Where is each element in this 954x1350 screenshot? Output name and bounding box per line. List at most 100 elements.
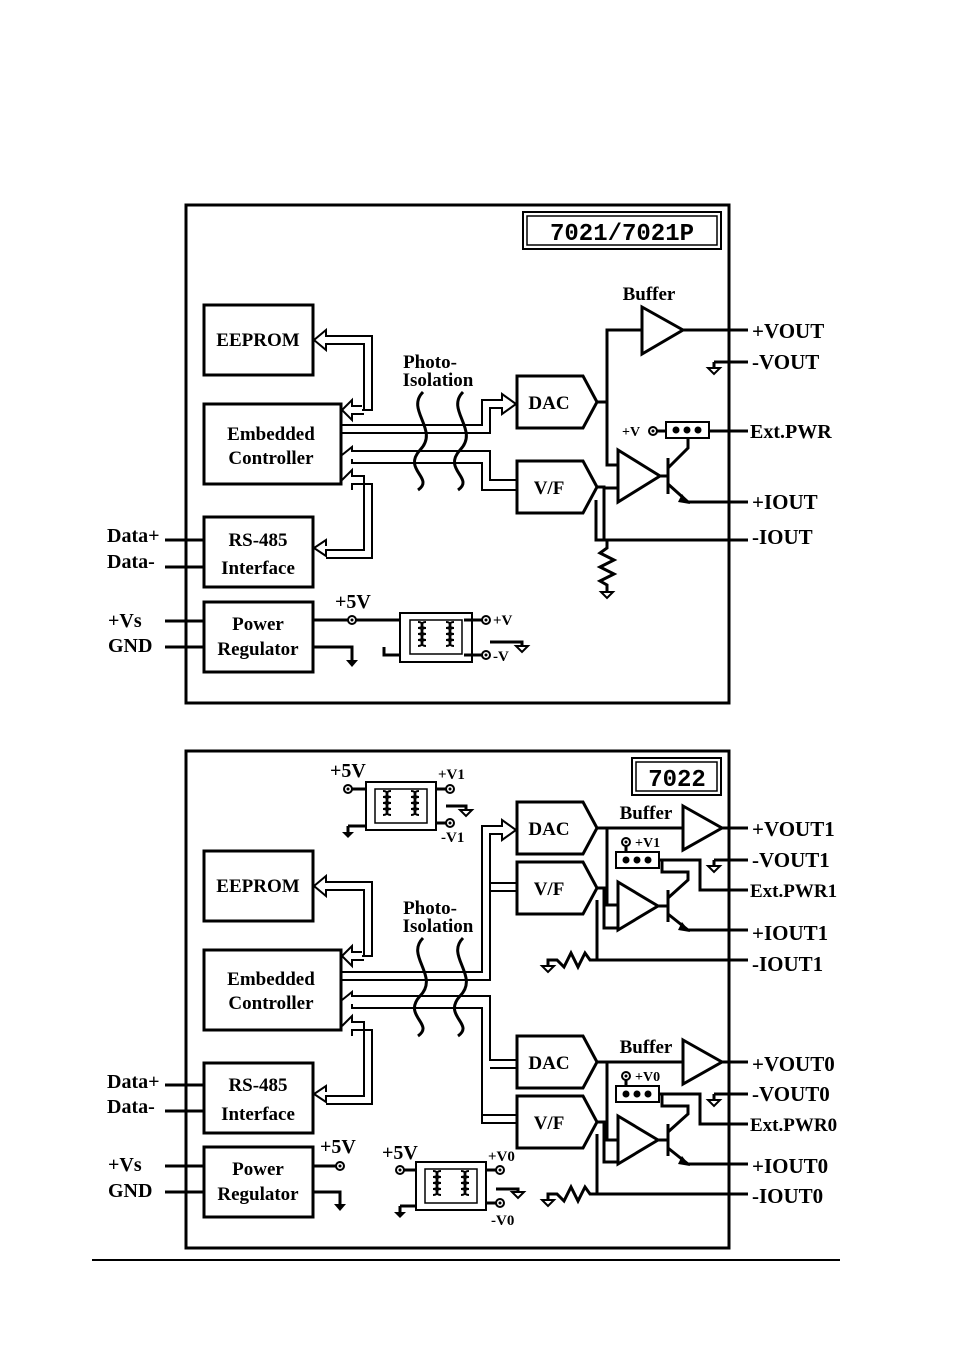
pin-iout0-minus: -IOUT0 <box>752 1184 823 1208</box>
pin-ext-pwr0: Ext.PWR0 <box>750 1115 837 1136</box>
pin-vout1-plus: +VOUT1 <box>752 817 835 841</box>
vf1-block <box>515 860 599 916</box>
plus5v-top-label: +5V <box>330 760 366 782</box>
rs485-label-1: RS-485 <box>228 1075 287 1096</box>
buffer-label: Buffer <box>623 284 676 305</box>
power-label-1: Power <box>232 1159 284 1180</box>
pin-iout1-plus: +IOUT1 <box>752 921 828 945</box>
iso-plus-v: +V <box>493 613 513 629</box>
isolation-transformer-0 <box>415 1161 487 1211</box>
jumper-v1-label: +V1 <box>635 836 660 851</box>
pin-vs: +Vs <box>108 610 142 632</box>
controller-block <box>202 402 343 486</box>
current-amplifier <box>616 447 663 505</box>
isolation-transformer-1 <box>365 781 437 831</box>
ground-symbol <box>598 591 616 600</box>
controller-label-2: Controller <box>228 448 314 469</box>
pin-vout-plus: +VOUT <box>752 319 824 343</box>
vf0-block <box>515 1094 599 1150</box>
controller-block <box>202 948 343 1032</box>
photo-label-1: Photo- <box>403 898 457 919</box>
title-box <box>631 757 722 796</box>
pin-iout-minus: -IOUT <box>752 525 813 549</box>
dac-block <box>515 374 599 430</box>
pin-vout0-minus: -VOUT0 <box>752 1082 830 1106</box>
plus5v-power-label: +5V <box>320 1136 356 1158</box>
title-box <box>522 211 722 250</box>
eeprom-label: EEPROM <box>216 330 299 351</box>
pin-vout1-minus: -VOUT1 <box>752 848 830 872</box>
dac1-block <box>515 800 599 856</box>
jumper-v-label: +V <box>622 425 640 440</box>
rs485-block <box>202 515 315 589</box>
dac0-block <box>515 1034 599 1090</box>
buffer-amplifier <box>640 304 687 357</box>
pin-vs: +Vs <box>108 1154 142 1176</box>
pin-iout-plus: +IOUT <box>752 490 818 514</box>
module-frame <box>184 749 731 1250</box>
iso-v0-minus: -V0 <box>491 1213 514 1229</box>
vf0-label: V/F <box>534 1113 565 1134</box>
buffer1-label: Buffer <box>620 803 673 824</box>
eeprom-block <box>202 303 315 377</box>
jumper-v0-label: +V0 <box>635 1070 660 1085</box>
vf-label: V/F <box>534 478 565 499</box>
module-title: 7021/7021P <box>550 221 694 248</box>
pin-vout0-plus: +VOUT0 <box>752 1052 835 1076</box>
plus5v-bottom-label: +5V <box>382 1142 418 1164</box>
iso-v1-plus: +V1 <box>438 767 465 783</box>
bus-arrows <box>312 873 373 1105</box>
diagram-7021: 7021/7021P EEPROM Embedded Controller RS… <box>107 203 832 705</box>
iso-v0-plus: +V0 <box>488 1149 515 1165</box>
pin-iout0-plus: +IOUT0 <box>752 1154 828 1178</box>
power-label-2: Regulator <box>217 1184 299 1205</box>
dac0-label: DAC <box>528 1053 569 1074</box>
pin-data-plus: Data+ <box>107 1071 160 1093</box>
photo-label-1: Photo- <box>403 352 457 373</box>
pin-gnd: GND <box>108 1180 152 1202</box>
pin-gnd: GND <box>108 635 152 657</box>
power-regulator-block <box>202 1145 315 1219</box>
eeprom-block <box>202 849 315 923</box>
sense-resistor <box>596 540 618 592</box>
rs485-label-1: RS-485 <box>228 530 287 551</box>
dac1-label: DAC <box>528 819 569 840</box>
rs485-label-2: Interface <box>221 1104 295 1125</box>
photo-label-2: Isolation <box>403 370 474 391</box>
controller-label-2: Controller <box>228 993 314 1014</box>
controller-label-1: Embedded <box>227 424 315 445</box>
power-label-1: Power <box>232 614 284 635</box>
current1-amplifier <box>616 879 661 933</box>
buffer0-label: Buffer <box>620 1037 673 1058</box>
iso-minus-v: -V <box>493 649 509 665</box>
power-regulator-block <box>202 600 315 674</box>
photo-label-2: Isolation <box>403 916 474 937</box>
iso-v1-minus: -V1 <box>441 830 464 846</box>
rs485-label-2: Interface <box>221 558 295 579</box>
eeprom-label: EEPROM <box>216 876 299 897</box>
module-frame <box>184 203 731 705</box>
pin-data-minus: Data- <box>107 1096 155 1118</box>
controller-label-1: Embedded <box>227 969 315 990</box>
pin-data-minus: Data- <box>107 551 155 573</box>
pin-data-plus: Data+ <box>107 525 160 547</box>
power-label-2: Regulator <box>217 639 299 660</box>
current0-amplifier <box>616 1113 661 1167</box>
pin-vout-minus: -VOUT <box>752 350 819 374</box>
plus5v-label: +5V <box>335 591 371 613</box>
bus-arrows <box>312 327 373 559</box>
isolation-bus <box>341 818 518 1124</box>
vf-block <box>515 459 599 515</box>
vf1-label: V/F <box>534 879 565 900</box>
pin-ext-pwr1: Ext.PWR1 <box>750 881 837 902</box>
pin-iout1-minus: -IOUT1 <box>752 952 823 976</box>
buffer0-amplifier <box>681 1037 726 1087</box>
diagram-7022: 7022 +5V +V1 -V1 EEPROM Embedded Control… <box>107 749 837 1250</box>
isolation-bus <box>341 390 518 492</box>
pin-ext-pwr: Ext.PWR <box>750 421 832 443</box>
module-title: 7022 <box>648 767 706 794</box>
buffer1-amplifier <box>681 803 726 853</box>
dac-label: DAC <box>528 393 569 414</box>
rs485-block <box>202 1061 315 1135</box>
